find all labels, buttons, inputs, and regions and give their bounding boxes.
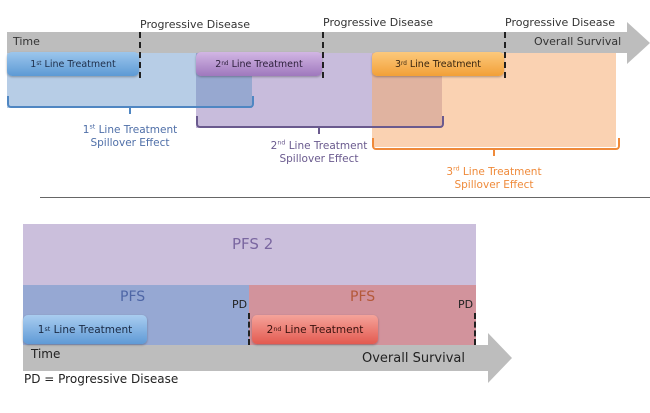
pd-marker-bottom-1 <box>248 313 250 345</box>
progressive-disease-label-3: Progressive Disease <box>505 16 616 29</box>
time-label: Time <box>13 35 40 48</box>
spillover-bracket-3-tick <box>493 148 495 156</box>
spillover-bracket-1-tick <box>129 106 131 114</box>
bottom-time-arrow <box>23 333 512 383</box>
pd-marker-2 <box>322 32 324 78</box>
pfs2-region <box>23 224 476 285</box>
spillover-bracket-3 <box>372 138 620 150</box>
pd-label-2: PD <box>458 298 474 311</box>
spillover-bracket-2-tick <box>318 126 320 134</box>
spillover-label-2: 2nd Line Treatment Spillover Effect <box>270 139 368 165</box>
pfs-label-1: PFS <box>120 289 146 305</box>
section-divider <box>40 197 650 198</box>
overall-survival-label: Overall Survival <box>534 35 622 48</box>
pd-legend: PD = Progressive Disease <box>24 372 179 386</box>
spillover-label-1: 1st Line Treatment Spillover Effect <box>82 123 178 149</box>
pfs2-label: PFS 2 <box>232 235 274 253</box>
spillover-label-3: 3rd Line Treatment Spillover Effect <box>446 165 542 191</box>
pd-marker-bottom-2 <box>474 313 476 345</box>
progressive-disease-label-1: Progressive Disease <box>140 18 251 31</box>
progressive-disease-label-2: Progressive Disease <box>323 16 434 29</box>
pd-marker-1 <box>139 32 141 78</box>
pfs-label-2: PFS <box>350 289 376 305</box>
pd-marker-3 <box>504 32 506 78</box>
bottom-overall-survival-label: Overall Survival <box>362 351 466 366</box>
pd-label-1: PD <box>232 298 248 311</box>
bottom-time-label: Time <box>31 347 61 361</box>
time-arrow <box>7 22 650 64</box>
spillover-bracket-2 <box>196 116 444 128</box>
